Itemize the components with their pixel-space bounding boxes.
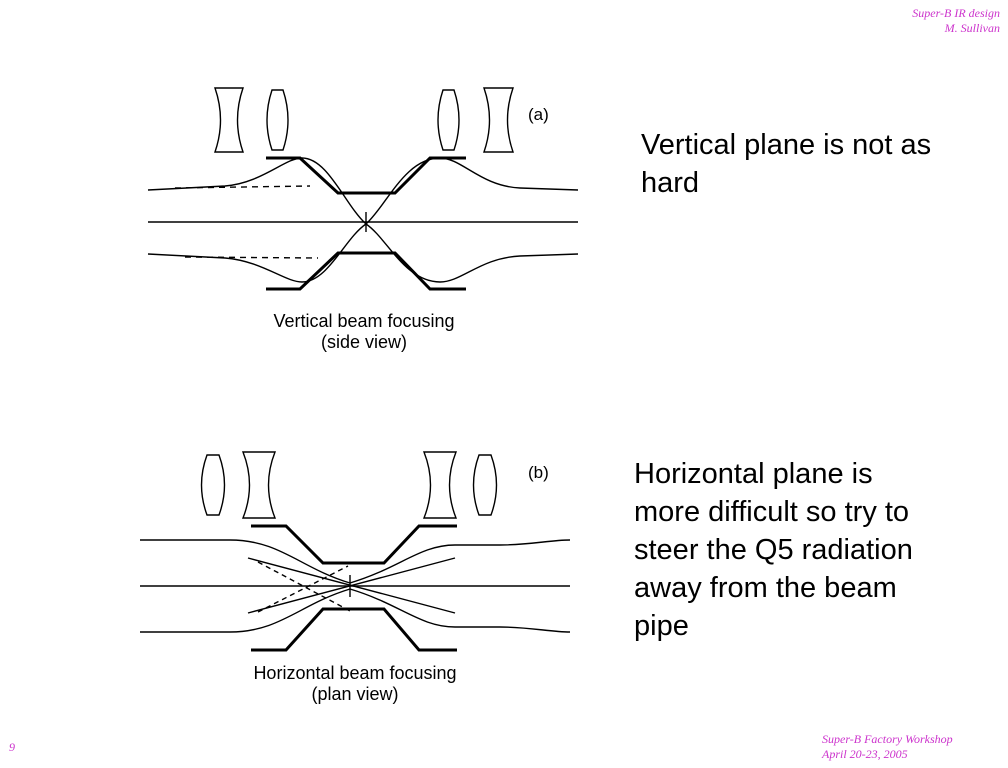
- lens-focus-left-b: [200, 454, 226, 516]
- header-title: Super-B IR design: [912, 6, 1000, 20]
- slide-header: Super-B IR design M. Sullivan: [912, 6, 1000, 36]
- lens-focus-right-a: [437, 89, 460, 151]
- lens-defocus-left-b: [241, 451, 277, 519]
- lens-focus-right-b: [472, 454, 498, 516]
- footer-event: Super-B Factory Workshop: [822, 732, 953, 746]
- beam-envelope-top-a: [147, 157, 579, 225]
- lens-defocus-right-a: [483, 87, 514, 153]
- radiation-path-bottom-a: [184, 256, 319, 259]
- crossing-line-2-b: [247, 557, 456, 614]
- diagram-b-caption-1: Horizontal beam focusing: [253, 663, 456, 683]
- page-number: 9: [9, 740, 15, 754]
- lens-defocus-left-a: [214, 87, 244, 153]
- beam-pipe-bottom-a: [266, 251, 466, 291]
- beam-envelope-top-b: [140, 539, 571, 584]
- beam-pipe-top-a: [266, 156, 466, 195]
- lens-defocus-right-b: [422, 451, 458, 519]
- beam-pipe-bottom-b: [251, 607, 457, 652]
- diagram-a-caption-1: Vertical beam focusing: [273, 311, 454, 331]
- footer-date: April 20-23, 2005: [822, 747, 908, 761]
- diagram-b: [140, 451, 571, 652]
- radiation-path-top-b: [257, 561, 353, 613]
- header-author: M. Sullivan: [944, 21, 1000, 35]
- description-vertical: Vertical plane is not as hard: [641, 129, 932, 199]
- beam-envelope-bottom-b: [140, 588, 571, 633]
- diagram-b-tag: (b): [528, 463, 549, 482]
- lens-focus-left-a: [266, 89, 289, 151]
- radiation-path-top-a: [174, 185, 311, 189]
- description-horizontal: Horizontal plane is more difficult so tr…: [634, 458, 913, 642]
- diagram-b-caption-2: (plan view): [311, 684, 398, 704]
- diagram-a-tag: (a): [528, 105, 549, 124]
- diagram-a: [147, 87, 579, 291]
- radiation-path-bottom-b: [257, 565, 349, 613]
- diagram-a-caption-2: (side view): [321, 332, 407, 352]
- slide-footer: Super-B Factory Workshop April 20-23, 20…: [822, 732, 953, 762]
- beam-pipe-top-b: [251, 524, 457, 565]
